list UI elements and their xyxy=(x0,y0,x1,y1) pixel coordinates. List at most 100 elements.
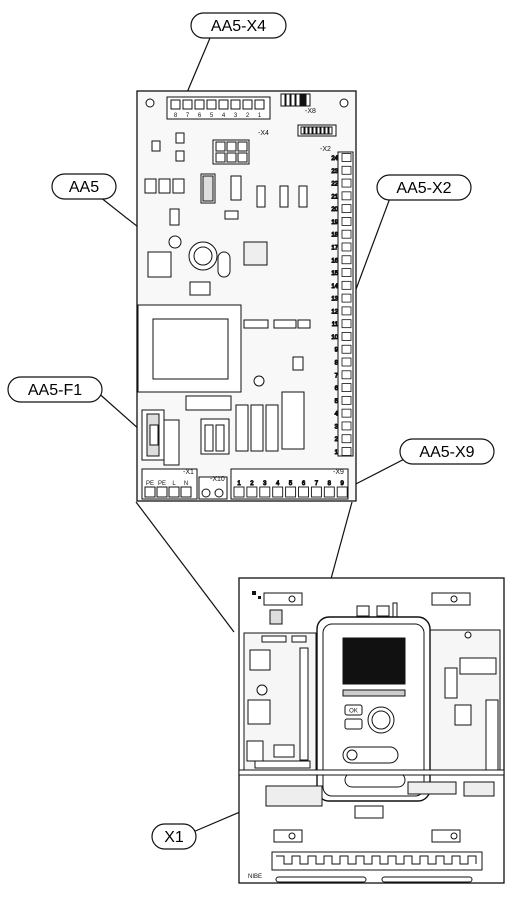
x2-terminal xyxy=(341,434,352,444)
x9-pin-label: 7 xyxy=(315,481,319,487)
x9-terminal xyxy=(285,486,297,498)
x1-pin-label: L xyxy=(172,481,176,487)
terminal-block-x1 xyxy=(141,468,198,500)
x2-pin-label: 2 xyxy=(335,437,339,443)
x9-terminal xyxy=(298,486,309,498)
header-connector xyxy=(212,139,250,165)
x9-terminal xyxy=(272,486,284,498)
x2-pin-label: 19 xyxy=(331,220,338,226)
x9-pin-label: 6 xyxy=(302,481,306,487)
x9-terminal xyxy=(233,486,245,498)
x9-pin-label: 2 xyxy=(250,481,254,487)
back-button xyxy=(344,718,363,730)
x4-pin-label: 2 xyxy=(246,113,250,119)
x2-pin-label: 11 xyxy=(332,322,339,328)
display-panel: OK xyxy=(316,616,431,802)
x2-pin-label: 12 xyxy=(331,309,338,315)
x2-terminal xyxy=(341,153,352,162)
label-x4: -X4 xyxy=(258,130,269,137)
callout-aa5-f1-label: AA5-F1 xyxy=(28,382,82,399)
x2-terminal xyxy=(341,229,352,239)
ok-button-label: OK xyxy=(349,709,358,715)
x9-terminal xyxy=(323,486,335,498)
x9-terminal xyxy=(336,486,348,498)
x2-terminal xyxy=(341,242,352,252)
x2-pin-label: 8 xyxy=(335,361,339,367)
x1-pin-label: PE xyxy=(158,481,166,487)
x2-pin-label: 16 xyxy=(331,258,338,264)
x2-pin-label: 14 xyxy=(331,284,338,290)
x2-pin-label: 9 xyxy=(335,348,339,354)
label-x2: -X2 xyxy=(320,146,331,153)
callout-aa5: AA5 xyxy=(51,173,117,200)
x2-pin-label: 6 xyxy=(335,386,339,392)
x2-terminal xyxy=(341,293,352,303)
x2-terminal xyxy=(341,268,352,277)
x4-pin-label: 8 xyxy=(174,113,178,119)
callout-aa5-x4-label: AA5-X4 xyxy=(211,18,266,35)
x2-terminal xyxy=(341,421,352,431)
x9-pin-label: 8 xyxy=(328,481,332,487)
x2-pin-label: 1 xyxy=(335,450,339,456)
x2-terminal xyxy=(341,255,352,265)
x4-pin-label: 1 xyxy=(258,113,262,119)
x2-terminal xyxy=(341,332,352,341)
x9-pin-label: 5 xyxy=(289,481,293,487)
x9-terminal xyxy=(310,486,322,498)
x4-pin-labels: 8 7 6 5 4 3 2 1 xyxy=(174,113,262,119)
x4-pin-label: 7 xyxy=(186,113,190,119)
x2-pin-label: 15 xyxy=(331,271,338,277)
callout-aa5-x2-label: AA5-X2 xyxy=(396,180,451,197)
label-x8: -X8 xyxy=(305,108,316,115)
brand-logo: NIBE xyxy=(248,874,262,880)
x2-terminal xyxy=(341,280,352,290)
x4-pin-label: 6 xyxy=(198,113,202,119)
x2-terminal xyxy=(341,204,352,214)
label-x1: -X1 xyxy=(183,469,194,476)
x4-pin-label: 5 xyxy=(210,113,214,119)
x4-pin-label: 3 xyxy=(234,113,238,119)
x2-terminal xyxy=(341,370,352,380)
x2-pin-label: 3 xyxy=(335,424,339,430)
x4-pin-label: 4 xyxy=(222,113,226,119)
x9-terminal xyxy=(259,486,271,498)
label-x10: -X10 xyxy=(210,476,225,483)
x2-pin-label: 10 xyxy=(331,335,338,341)
callout-aa5-x4: AA5-X4 xyxy=(190,12,287,39)
connector-x8 xyxy=(280,93,311,107)
x2-pin-label: 13 xyxy=(331,297,338,303)
x9-terminal xyxy=(246,486,258,498)
callout-aa5-x9: AA5-X9 xyxy=(399,438,495,465)
callout-aa5-label: AA5 xyxy=(69,179,99,196)
callout-x1: X1 xyxy=(151,823,197,850)
lcd-screen xyxy=(342,637,406,685)
terminal-block-x4 xyxy=(166,96,271,120)
x9-pin-label: 4 xyxy=(276,481,280,487)
callout-aa5-x9-label: AA5-X9 xyxy=(419,444,474,461)
x2-terminal xyxy=(341,165,352,175)
x2-terminal xyxy=(341,383,352,392)
circuit-board-aa5: 8 7 6 5 4 3 2 1 -X4 -X8 xyxy=(136,90,357,502)
terminal-block-x2 xyxy=(337,151,354,457)
callout-aa5-x2: AA5-X2 xyxy=(376,174,472,201)
x2-pin-label: 5 xyxy=(335,399,339,405)
callout-leaders xyxy=(94,37,419,833)
callout-aa5-f1: AA5-F1 xyxy=(7,376,103,403)
fuse-f1 xyxy=(141,409,180,466)
x2-terminal xyxy=(341,344,352,354)
x2-terminal xyxy=(341,217,352,226)
x2-terminal xyxy=(341,408,352,418)
x2-pin-label: 7 xyxy=(335,373,339,379)
x1-pin-label: PE xyxy=(146,481,154,487)
transformer xyxy=(137,304,242,393)
x2-pin-label: 4 xyxy=(335,412,339,418)
x2-pin-label: 17 xyxy=(331,245,338,251)
x2-terminal xyxy=(341,319,352,329)
x2-pin-label: 20 xyxy=(331,207,338,213)
x2-terminal xyxy=(341,395,352,405)
x2-pin-label: 22 xyxy=(331,182,338,188)
x9-pin-label: 3 xyxy=(263,481,267,487)
